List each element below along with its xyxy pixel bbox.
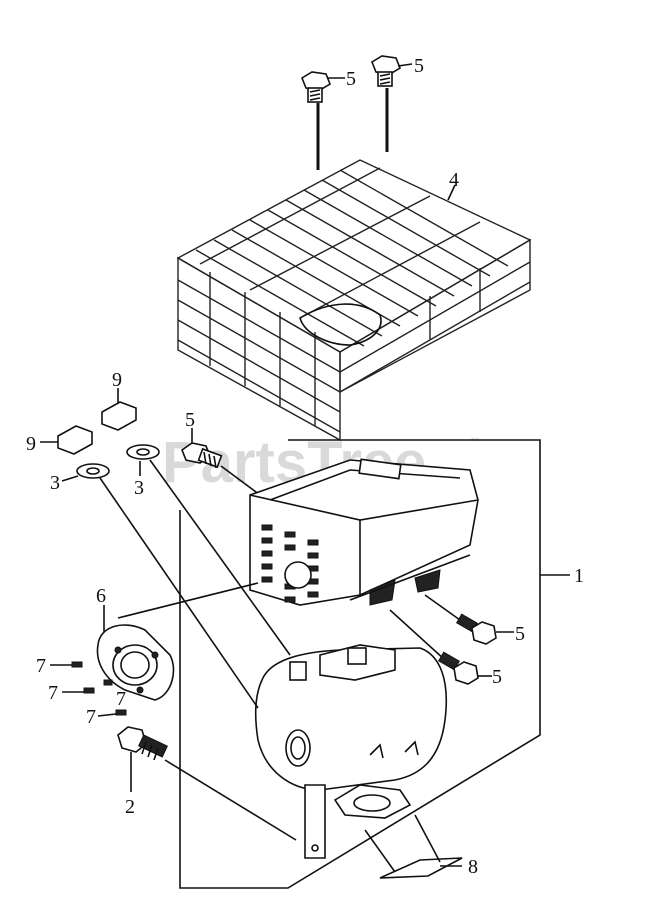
screw-7-b: [62, 687, 95, 694]
outlet-gasket: [364, 814, 463, 879]
muffler-vent-slots: [261, 524, 319, 603]
muffler-bolt-top: [181, 428, 261, 496]
stud-line-left: [99, 477, 259, 709]
callout-1: 1: [574, 565, 584, 587]
side-bolt-lower: [389, 609, 492, 685]
heat-shield-cage: [176, 159, 532, 442]
callout-2: 2: [125, 796, 135, 818]
callout-7: 7: [86, 706, 96, 728]
nut-left: [40, 425, 93, 455]
top-bolt-left: [301, 71, 345, 170]
callout-4: 4: [449, 169, 459, 191]
screw-7-a: [50, 661, 83, 668]
callout-5: 5: [185, 409, 195, 431]
callout-3: 3: [50, 472, 60, 494]
washer-left: [61, 463, 110, 482]
callout-3: 3: [134, 477, 144, 499]
callout-9: 9: [112, 369, 122, 391]
muffler-body: [254, 644, 448, 859]
top-bolt-right: [371, 55, 413, 152]
muffler-cover: [249, 458, 479, 606]
callout-6: 6: [96, 585, 106, 607]
washer-right: [126, 444, 160, 476]
exhaust-gasket: [96, 605, 175, 701]
callout-8: 8: [468, 856, 478, 878]
exhaust-bolt: [117, 726, 297, 841]
callout-5: 5: [414, 55, 424, 77]
callout-5: 5: [492, 666, 502, 688]
side-bolt-upper: [424, 594, 514, 645]
callout-9: 9: [26, 433, 36, 455]
gasket-leader-line: [117, 582, 259, 619]
callout-7: 7: [48, 682, 58, 704]
callout-5: 5: [346, 68, 356, 90]
stud-line-right: [149, 459, 291, 656]
assembly-bracket-1: [179, 439, 570, 889]
screw-7-c: [103, 679, 113, 686]
callout-5: 5: [515, 623, 525, 645]
screw-7-d: [97, 709, 127, 717]
nut-right: [101, 388, 137, 431]
callout-7: 7: [36, 655, 46, 677]
watermark-trademark: ™: [470, 436, 479, 446]
callout-7: 7: [116, 688, 126, 710]
